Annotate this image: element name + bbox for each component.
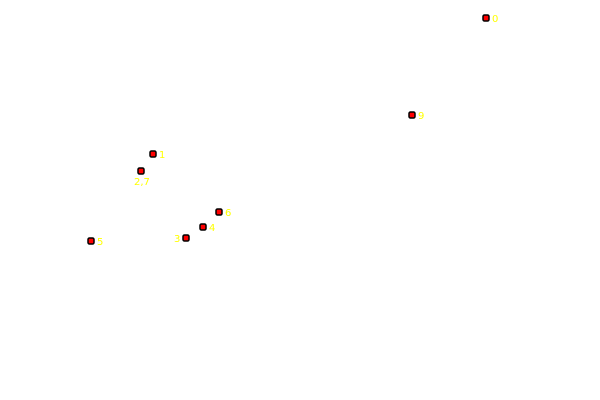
node-4: 4 xyxy=(199,223,215,234)
node-label: 3 xyxy=(174,234,180,245)
node-label: 0 xyxy=(492,14,498,25)
node-2-7: 2,7 xyxy=(134,167,150,188)
node-5: 5 xyxy=(87,237,103,248)
node-label: 2,7 xyxy=(134,177,150,188)
node-label: 4 xyxy=(209,223,215,234)
node-0: 0 xyxy=(482,14,498,25)
node-3: 3 xyxy=(174,234,190,245)
node-marker xyxy=(87,237,95,245)
node-marker xyxy=(149,150,157,158)
node-marker xyxy=(182,234,190,242)
node-marker xyxy=(199,223,207,231)
node-9: 9 xyxy=(408,111,424,122)
node-1: 1 xyxy=(149,150,165,161)
node-label: 6 xyxy=(225,208,231,219)
node-marker xyxy=(137,167,145,175)
node-label: 1 xyxy=(159,150,165,161)
node-marker xyxy=(408,111,416,119)
node-label: 9 xyxy=(418,111,424,122)
node-label: 5 xyxy=(97,237,103,248)
node-marker xyxy=(215,208,223,216)
node-6: 6 xyxy=(215,208,231,219)
node-marker xyxy=(482,14,490,22)
